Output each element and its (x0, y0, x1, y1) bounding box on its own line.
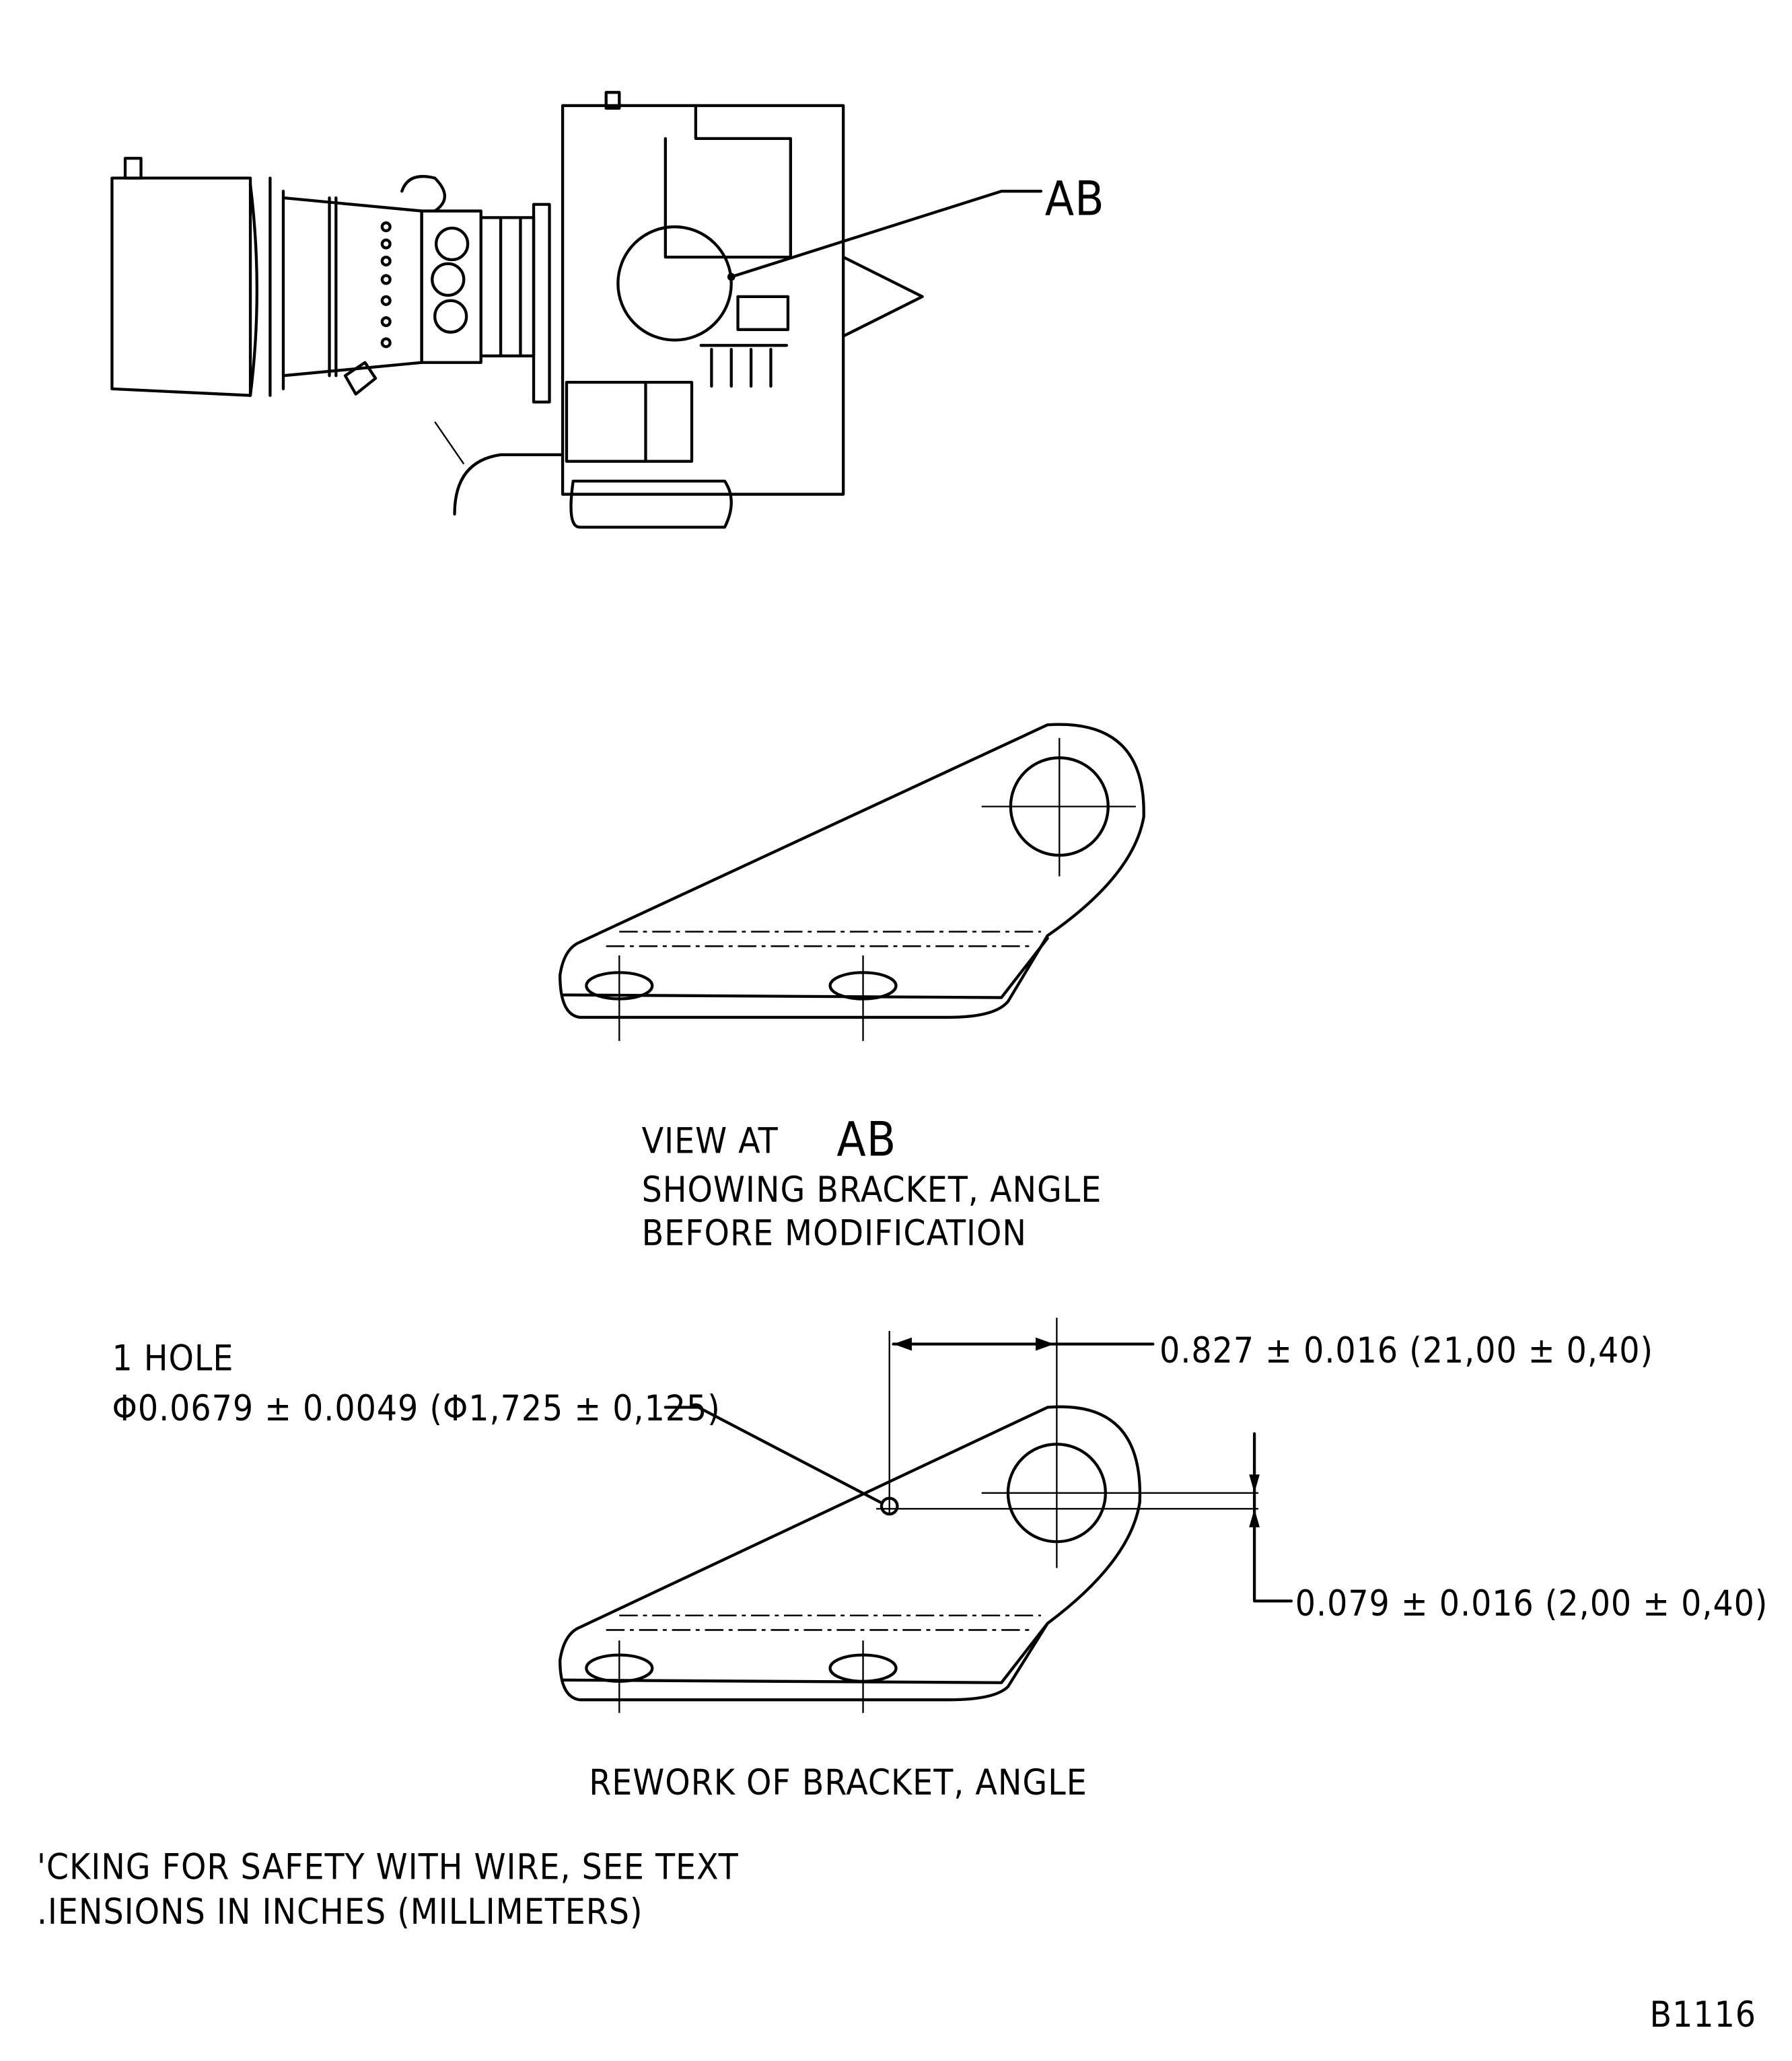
view-caption-line1: VIEW AT (642, 1121, 779, 1162)
bracket-rework-view (559, 1317, 1293, 1713)
callout-ab-label: AB (1045, 171, 1105, 226)
hole-diameter-dimension: Φ0.0679 ± 0.0049 (Φ1,725 ± 0,125) (112, 1388, 720, 1429)
horizontal-dimension: 0.827 ± 0.016 (21,00 ± 0,40) (1159, 1330, 1653, 1371)
view-caption-ref: AB (836, 1112, 896, 1167)
note-safety-wire: 'CKING FOR SAFETY WITH WIRE, SEE TEXT (37, 1847, 739, 1888)
vertical-dimension: 0.079 ± 0.016 (2,00 ± 0,40) (1295, 1583, 1768, 1624)
rework-caption: REWORK OF BRACKET, ANGLE (589, 1762, 1087, 1803)
bracket-before-view (559, 723, 1145, 1042)
figure-id: B1116 (1650, 1994, 1757, 2035)
note-dimensions-units: .IENSIONS IN INCHES (MILLIMETERS) (37, 1891, 643, 1932)
engine-overview: AB (110, 91, 1105, 529)
hole-count-label: 1 HOLE (112, 1338, 234, 1379)
view-caption-line2: SHOWING BRACKET, ANGLE (642, 1169, 1102, 1210)
view-caption-line3: BEFORE MODIFICATION (642, 1213, 1027, 1254)
